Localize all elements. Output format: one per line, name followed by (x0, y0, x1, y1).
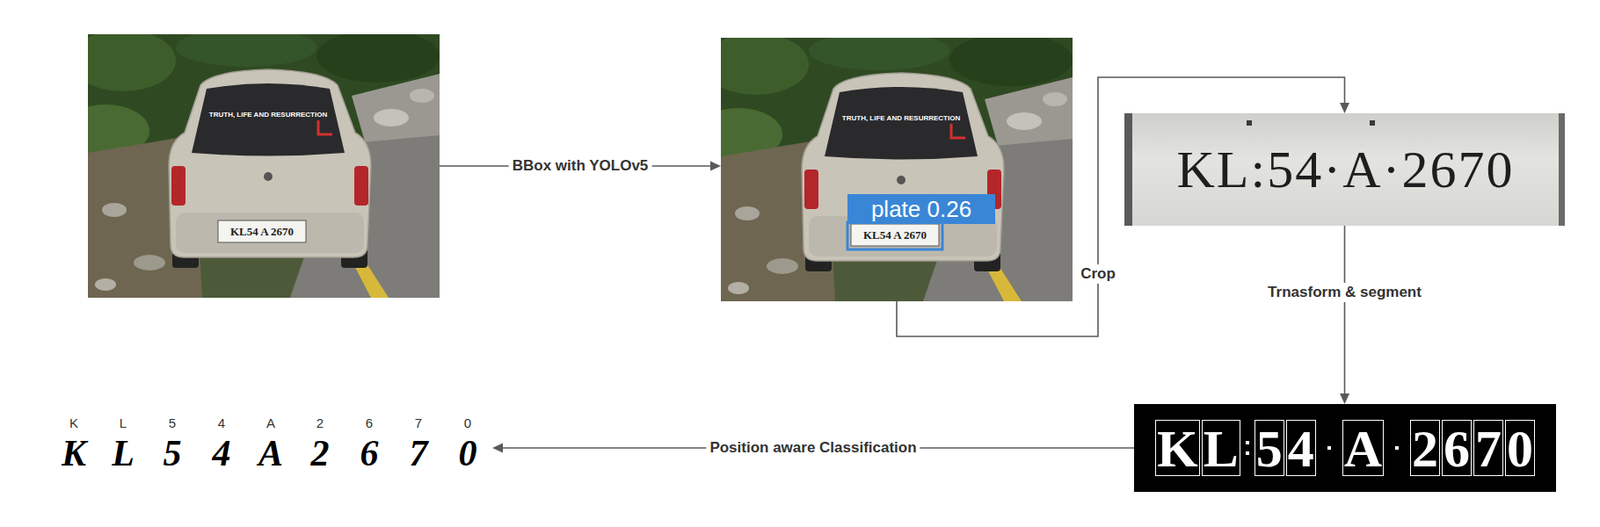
character-glyph: 7 (393, 432, 444, 475)
arrow-head (1339, 393, 1350, 405)
segmented-character: A (1342, 420, 1384, 477)
edge-label: BBox with YOLOv5 (509, 156, 653, 176)
cropped-plate: KL:54·A·2670 (1124, 113, 1565, 226)
arrow-head (710, 161, 721, 172)
predicted-label: 4 (196, 414, 247, 433)
detected-photo: TRUTH, LIFE AND RESURRECTION plate 0.26KL… (720, 37, 1073, 302)
predicted-label: A (246, 414, 296, 433)
input-photo: TRUTH, LIFE AND RESURRECTION KL54 A 2670 (87, 34, 440, 299)
predicted-label: 2 (295, 414, 345, 433)
character-glyph: 6 (344, 432, 394, 475)
flow-arrow (1339, 225, 1350, 405)
separator-dot (1245, 441, 1250, 445)
windshield-text: TRUTH, LIFE AND RESURRECTION (819, 111, 983, 124)
car-photo (694, 31, 1073, 302)
predicted-label: K (49, 414, 99, 433)
edge-label: Position aware Classification (705, 438, 920, 459)
character-glyph: 2 (295, 432, 345, 475)
car-photo (61, 28, 440, 299)
plate-text: KL54 A 2670 (218, 220, 306, 243)
character-glyph: 0 (443, 432, 493, 475)
segmented-character: L (1201, 420, 1241, 477)
segmented-character: 2 (1410, 420, 1440, 477)
predicted-label: 5 (147, 414, 197, 433)
character-glyph: L (98, 432, 148, 475)
plate-text: KL:54·A·2670 (1177, 139, 1515, 201)
separator-dot (1327, 446, 1331, 451)
predicted-label: 7 (393, 414, 444, 433)
arrow-head (492, 443, 503, 454)
character-glyph: 4 (196, 432, 247, 475)
separator-dot-group (1395, 430, 1399, 466)
separator-dot (1395, 446, 1399, 451)
segmented-character: 4 (1286, 420, 1317, 477)
plate-text: KL54 A 2670 (850, 224, 939, 247)
separator-dot (1245, 451, 1250, 456)
separator-colon (1245, 430, 1250, 466)
segmented-plate: KL54A2670 (1134, 404, 1557, 493)
classified-characters: KL54A2670KL54A2670 (49, 414, 493, 475)
segmented-character: 7 (1473, 420, 1504, 477)
character-glyph: K (49, 432, 99, 475)
predicted-label: 6 (344, 414, 394, 433)
detection-label: plate 0.26 (847, 194, 996, 225)
edge-label: Crop (1076, 264, 1120, 284)
arrow-line (1344, 225, 1346, 394)
predicted-label: L (98, 414, 148, 433)
edge-label: Trnasform & segment (1264, 283, 1426, 303)
segmented-character: 5 (1254, 420, 1285, 477)
detection-box (847, 222, 943, 250)
plate-rivet (1369, 120, 1375, 126)
segmented-character: 0 (1505, 420, 1535, 477)
character-glyph: 5 (147, 432, 197, 475)
plate-rivet (1246, 120, 1252, 126)
segmented-character: K (1155, 420, 1200, 477)
separator-dot-group (1327, 430, 1331, 466)
windshield-text: TRUTH, LIFE AND RESURRECTION (186, 108, 350, 121)
arrow-head (1339, 102, 1350, 114)
predicted-label: 0 (443, 414, 493, 433)
segmented-character: 6 (1441, 420, 1472, 477)
character-glyph: A (246, 432, 296, 475)
